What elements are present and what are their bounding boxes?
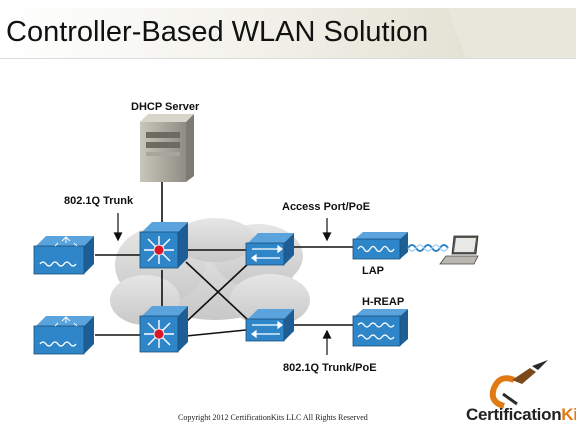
header-band (0, 8, 576, 59)
slide-title: Controller-Based WLAN Solution (6, 16, 429, 48)
label-lap: LAP (362, 265, 384, 277)
label-dhcp-server: DHCP Server (131, 101, 200, 113)
access-point-icon (352, 232, 408, 260)
server-icon (140, 114, 194, 182)
wireless-signal (407, 244, 449, 252)
label-access-port-poe: Access Port/PoE (282, 201, 371, 213)
label-h-reap: H-REAP (362, 296, 405, 308)
logo-text-accent: Kits (561, 405, 576, 424)
laptop-icon (439, 235, 479, 265)
copyright-footer: Copyright 2012 CertificationKits LLC All… (178, 413, 368, 422)
workgroup-switch-icon (245, 233, 294, 266)
arrows (113, 213, 332, 355)
wlan-controller-icon (33, 236, 94, 275)
workgroup-switch-icon (245, 309, 294, 342)
certificationkits-logo-text: CertificationKits (466, 405, 576, 425)
label-802-1q-trunk: 802.1Q Trunk (64, 195, 134, 207)
certificationkits-logo-mark (489, 360, 548, 409)
logo-text-main: Certification (466, 405, 562, 424)
wlan-controller-icon (33, 316, 94, 355)
access-point-icon (352, 309, 408, 347)
multilayer-switch-icon (139, 222, 188, 269)
label-802-1q-trunk-poe: 802.1Q Trunk/PoE (283, 362, 377, 374)
multilayer-switch-icon (139, 306, 188, 353)
